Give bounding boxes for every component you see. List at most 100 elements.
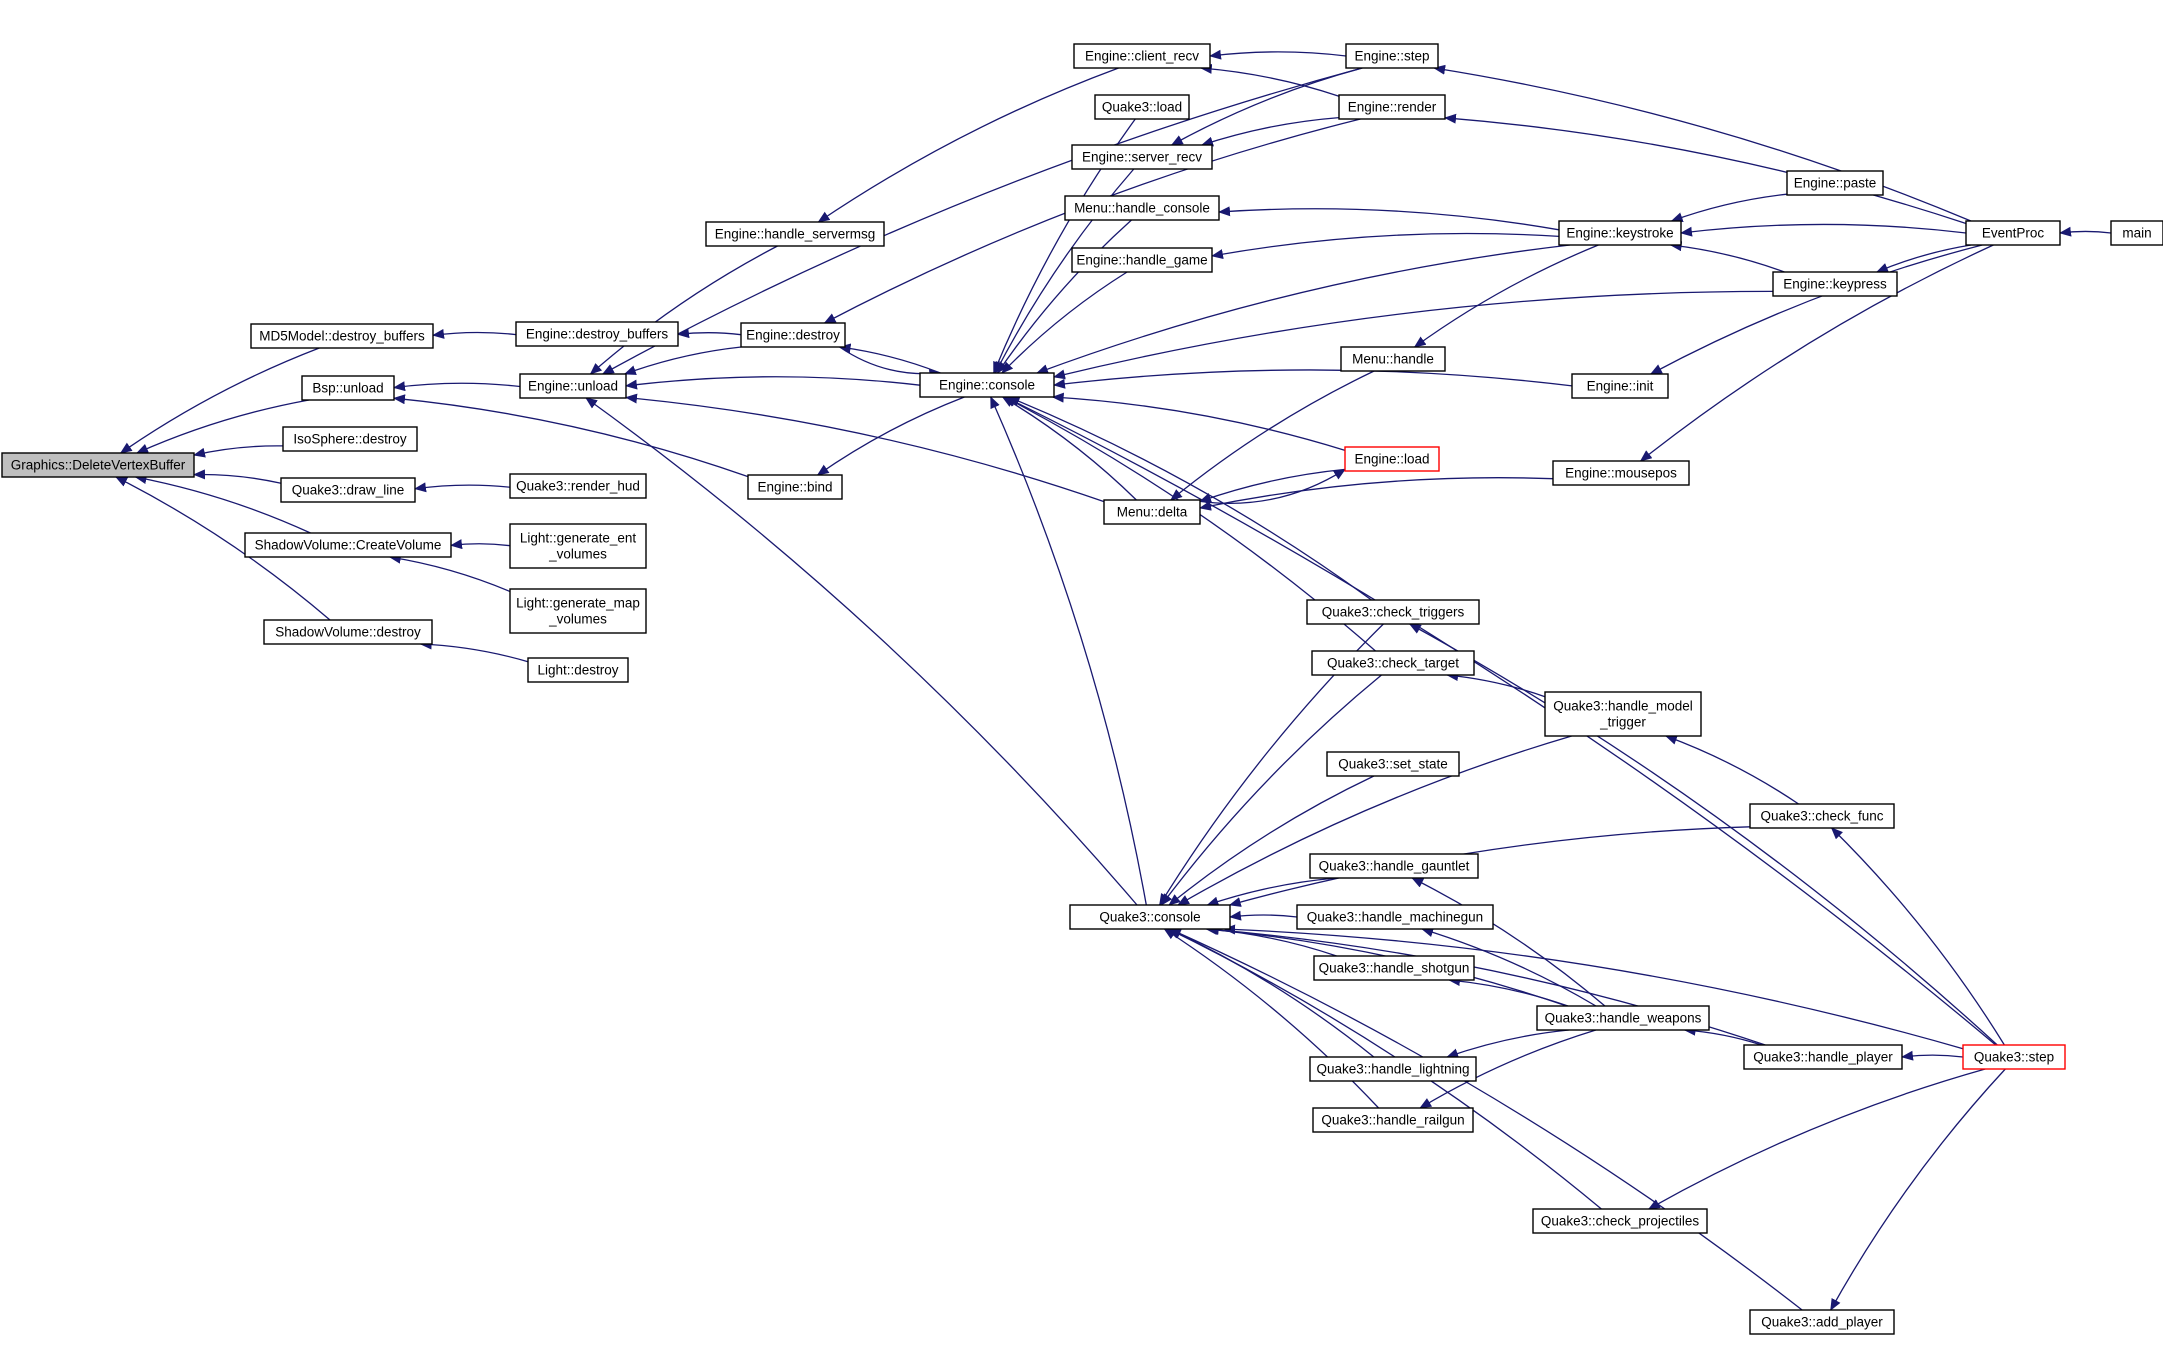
edge-engine-step-to-engine-unload [601, 67, 1363, 375]
node-shadowvolume-createvolume[interactable]: ShadowVolume::CreateVolume [244, 532, 452, 558]
node-label: Engine::load [1354, 452, 1429, 467]
node-label-line: Light::generate_ent [520, 531, 637, 546]
node-quake3-handle-weapons[interactable]: Quake3::handle_weapons [1536, 1005, 1710, 1031]
node-label: Quake3::check_func [1760, 809, 1883, 824]
node-label: Engine::unload [528, 379, 618, 394]
edge-quake3-handle-railgun-to-quake3-console [1163, 928, 1380, 1109]
node-quake3-console[interactable]: Quake3::console [1069, 904, 1231, 930]
node-quake3-check-func[interactable]: Quake3::check_func [1749, 803, 1895, 829]
node-label: Engine::keypress [1783, 277, 1887, 292]
node-light-generate-map-volumes[interactable]: Light::generate_map_volumes [509, 588, 647, 634]
node-quake3-handle-gauntlet[interactable]: Quake3::handle_gauntlet [1309, 853, 1479, 879]
edge-engine-keystroke-to-engine-console [1036, 244, 1571, 374]
node-graphics-deletevertexbuffer[interactable]: Graphics::DeleteVertexBuffer [1, 452, 195, 478]
node-quake3-check-triggers[interactable]: Quake3::check_triggers [1306, 599, 1480, 625]
node-engine-unload[interactable]: Engine::unload [519, 373, 627, 399]
edge-line [1206, 877, 1337, 907]
node-light-generate-ent-volumes[interactable]: Light::generate_ent_volumes [509, 523, 647, 569]
node-label-line: Light::generate_map [516, 596, 640, 611]
node-box [301, 375, 395, 401]
edge-quake3-handle-player-to-quake3-handle-weapons [1683, 1025, 1762, 1046]
node-menu-handle[interactable]: Menu::handle [1340, 346, 1446, 372]
node-isosphere-destroy[interactable]: IsoSphere::destroy [282, 426, 418, 452]
node-engine-handle-servermsg[interactable]: Engine::handle_servermsg [705, 221, 885, 247]
node-quake3-render-hud[interactable]: Quake3::render_hud [509, 473, 647, 499]
node-engine-destroy-buffers[interactable]: Engine::destroy_buffers [515, 321, 679, 347]
node-engine-console[interactable]: Engine::console [919, 372, 1055, 398]
node-label: Quake3::check_projectiles [1541, 1214, 1700, 1229]
edge-quake3-step-to-quake3-handle-player [1901, 1050, 1964, 1061]
node-label: Quake3::load [1102, 100, 1182, 115]
node-label: Quake3::draw_line [292, 483, 405, 498]
node-bsp-unload[interactable]: Bsp::unload [301, 375, 395, 401]
edge-line [1036, 244, 1571, 374]
node-label: ShadowVolume::destroy [275, 625, 421, 640]
node-engine-init[interactable]: Engine::init [1571, 373, 1669, 399]
node-eventproc[interactable]: EventProc [1965, 220, 2061, 246]
edge-line [601, 67, 1363, 375]
node-quake3-handle-model-trigger[interactable]: Quake3::handle_model_trigger [1544, 691, 1702, 737]
node-engine-load[interactable]: Engine::load [1344, 446, 1440, 472]
node-md5model-destroy-buffers[interactable]: MD5Model::destroy_buffers [250, 323, 434, 349]
node-main[interactable]: main [2110, 220, 2163, 246]
node-quake3-handle-shotgun[interactable]: Quake3::handle_shotgun [1313, 955, 1475, 981]
edge-bsp-unload-to-graphics-deletevertexbuffer [136, 399, 310, 454]
node-engine-handle-game[interactable]: Engine::handle_game [1071, 247, 1213, 273]
node-engine-client-recv[interactable]: Engine::client_recv [1073, 43, 1211, 69]
node-quake3-handle-player[interactable]: Quake3::handle_player [1743, 1044, 1903, 1070]
edge-quake3-handle-weapons-to-quake3-handle-shotgun [1448, 976, 1569, 1007]
node-box [527, 657, 629, 683]
edge-engine-paste-to-engine-keystroke [1670, 193, 1788, 222]
node-quake3-set-state[interactable]: Quake3::set_state [1326, 751, 1460, 777]
node-engine-keypress[interactable]: Engine::keypress [1772, 271, 1898, 297]
edge-engine-destroy-buffers-to-md5model-destroy-buffers [432, 328, 517, 339]
node-engine-mousepos[interactable]: Engine::mousepos [1552, 460, 1690, 486]
node-menu-handle-console[interactable]: Menu::handle_console [1064, 195, 1220, 221]
node-quake3-load[interactable]: Quake3::load [1094, 94, 1190, 120]
node-label: Bsp::unload [312, 381, 383, 396]
node-engine-bind[interactable]: Engine::bind [747, 474, 843, 500]
node-quake3-handle-machinegun[interactable]: Quake3::handle_machinegun [1296, 904, 1494, 930]
node-quake3-draw-line[interactable]: Quake3::draw_line [280, 477, 416, 503]
node-label: Engine::keystroke [1566, 226, 1673, 241]
node-light-destroy[interactable]: Light::destroy [527, 657, 629, 683]
node-engine-step[interactable]: Engine::step [1345, 43, 1439, 69]
node-box [747, 474, 843, 500]
edge-line [419, 639, 529, 663]
edge-line [1830, 1068, 2006, 1311]
node-label: Graphics::DeleteVertexBuffer [11, 458, 186, 473]
node-quake3-handle-railgun[interactable]: Quake3::handle_railgun [1312, 1107, 1474, 1133]
node-engine-paste[interactable]: Engine::paste [1786, 170, 1884, 196]
node-label: main [2122, 226, 2151, 241]
edge-quake3-check-target-to-quake3-console [1160, 674, 1382, 906]
edge-line [1411, 877, 1606, 1007]
edge-line [1901, 1050, 1964, 1061]
node-quake3-check-projectiles[interactable]: Quake3::check_projectiles [1532, 1208, 1708, 1234]
node-quake3-check-target[interactable]: Quake3::check_target [1311, 650, 1475, 676]
edge-quake3-console-to-engine-unload [585, 397, 1138, 906]
node-box [1786, 170, 1884, 196]
edge-line [996, 219, 1132, 374]
node-shadowvolume-destroy[interactable]: ShadowVolume::destroy [263, 619, 433, 645]
edge-line [1007, 396, 1372, 601]
edge-line [1647, 1068, 1986, 1210]
edge-quake3-handle-model-trigger-to-quake3-check-target [1446, 671, 1546, 698]
node-quake3-handle-lightning[interactable]: Quake3::handle_lightning [1309, 1056, 1477, 1082]
edge-line [1168, 775, 1375, 906]
node-box [1558, 220, 1682, 246]
edge-line [1408, 623, 1998, 1046]
node-quake3-step[interactable]: Quake3::step [1962, 1044, 2066, 1070]
node-label: Engine::client_recv [1085, 49, 1199, 64]
node-quake3-add-player[interactable]: Quake3::add_player [1749, 1309, 1895, 1335]
node-engine-keystroke[interactable]: Engine::keystroke [1558, 220, 1682, 246]
node-menu-delta[interactable]: Menu::delta [1103, 499, 1201, 525]
edge-line [1001, 396, 1137, 501]
edge-quake3-handle-machinegun-to-quake3-console [1229, 910, 1298, 921]
node-label: Quake3::add_player [1761, 1315, 1883, 1330]
node-engine-destroy[interactable]: Engine::destroy [740, 322, 846, 348]
edge-quake3-console-to-engine-console [990, 396, 1147, 906]
node-engine-render[interactable]: Engine::render [1338, 94, 1446, 120]
node-label: Engine::init [1587, 379, 1654, 394]
node-engine-server-recv[interactable]: Engine::server_recv [1071, 144, 1213, 170]
